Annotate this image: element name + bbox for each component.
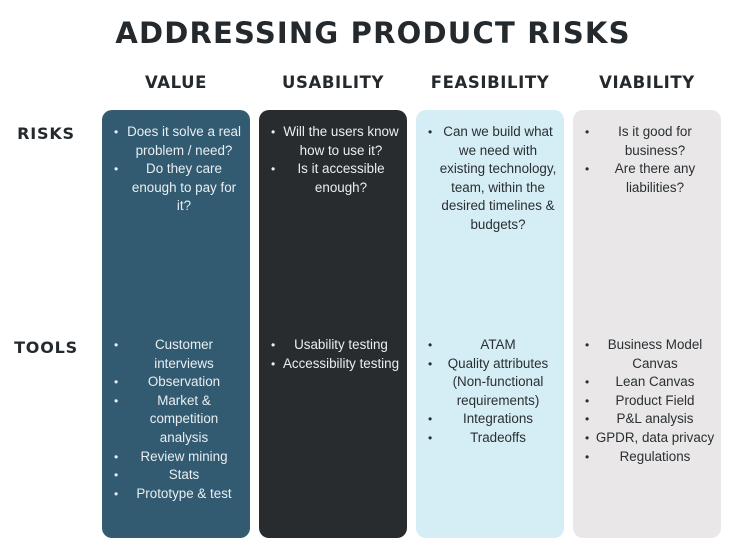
feasibility-risks-list: •Can we build what we need with existing…	[416, 123, 564, 235]
bullet-icon: •	[585, 430, 590, 445]
list-item: •Stats	[102, 466, 250, 485]
feasibility-tools-list: •ATAM •Quality attributes (Non-functiona…	[416, 336, 564, 448]
bullet-icon: •	[428, 430, 433, 445]
column-heading-feasibility: FEASIBILITY	[430, 73, 550, 92]
bullet-icon: •	[428, 356, 433, 371]
list-item: •Regulations	[573, 448, 721, 467]
list-item: •Can we build what we need with existing…	[428, 124, 557, 232]
list-item: •Accessibility testing	[259, 355, 407, 374]
bullet-icon: •	[271, 162, 276, 177]
bullet-icon: •	[585, 338, 590, 352]
list-item: •Quality attributes (Non-functional requ…	[428, 355, 549, 408]
bullet-icon: •	[585, 393, 590, 408]
column-heading-viability: VIABILITY	[599, 73, 695, 92]
bullet-icon: •	[114, 393, 119, 408]
list-item: •Observation	[102, 373, 250, 392]
viability-tools-list: •Business Model Canvas •Lean Canvas •Pro…	[573, 336, 721, 466]
list-item: •Lean Canvas	[573, 373, 721, 392]
viability-risks-list: •Is it good for business? •Are there any…	[573, 123, 721, 197]
list-item: •Is it good for business?	[585, 124, 692, 158]
bullet-icon: •	[271, 338, 276, 352]
list-item: •Will the users know how to use it?	[271, 124, 399, 158]
usability-card: •Will the users know how to use it? •Is …	[259, 110, 407, 538]
bullet-icon: •	[585, 162, 590, 177]
row-heading-risks: RISKS	[17, 124, 75, 143]
value-card: •Does it solve a real problem / need? •D…	[102, 110, 250, 538]
list-item: •P&L analysis	[573, 410, 721, 429]
list-item: •Market & competition analysis	[114, 392, 219, 445]
list-item: •Integrations	[416, 410, 564, 429]
bullet-icon: •	[585, 449, 590, 464]
viability-card: •Is it good for business? •Are there any…	[573, 110, 721, 538]
bullet-icon: •	[428, 412, 433, 427]
column-heading-value: VALUE	[144, 73, 207, 92]
bullet-icon: •	[428, 338, 433, 352]
list-item: •Does it solve a real problem / need?	[114, 124, 241, 158]
bullet-icon: •	[271, 356, 276, 371]
list-item: •Business Model Canvas	[585, 337, 703, 371]
column-heading-usability: USABILITY	[281, 73, 385, 92]
bullet-icon: •	[585, 125, 590, 139]
bullet-icon: •	[271, 125, 276, 139]
bullet-icon: •	[114, 375, 119, 390]
list-item: •Customer interviews	[114, 337, 214, 371]
page-title: ADDRESSING PRODUCT RISKS	[115, 16, 631, 50]
list-item: •Prototype & test	[102, 485, 250, 504]
bullet-icon: •	[585, 412, 590, 427]
bullet-icon: •	[114, 162, 119, 177]
usability-risks-list: •Will the users know how to use it? •Is …	[259, 123, 407, 197]
usability-tools-list: •Usability testing •Accessibility testin…	[259, 336, 407, 373]
value-tools-list: •Customer interviews •Observation •Marke…	[102, 336, 250, 503]
list-item: •GPDR, data privacy	[573, 429, 721, 448]
bullet-icon: •	[114, 468, 119, 483]
bullet-icon: •	[428, 125, 433, 139]
feasibility-card: •Can we build what we need with existing…	[416, 110, 564, 538]
bullet-icon: •	[114, 449, 119, 464]
list-item: •Is it accessible enough?	[271, 161, 385, 195]
list-item: •Do they care enough to pay for it?	[114, 161, 237, 214]
value-risks-list: •Does it solve a real problem / need? •D…	[102, 123, 250, 216]
list-item: •Usability testing	[259, 336, 407, 355]
bullet-icon: •	[114, 125, 119, 139]
bullet-icon: •	[114, 486, 119, 501]
row-heading-tools: TOOLS	[14, 338, 78, 357]
list-item: •Tradeoffs	[416, 429, 564, 448]
list-item: •Review mining	[102, 448, 250, 467]
list-item: •ATAM	[416, 336, 564, 355]
bullet-icon: •	[585, 375, 590, 390]
bullet-icon: •	[114, 338, 119, 352]
list-item: •Are there any liabilities?	[585, 161, 696, 195]
list-item: •Product Field	[573, 392, 721, 411]
